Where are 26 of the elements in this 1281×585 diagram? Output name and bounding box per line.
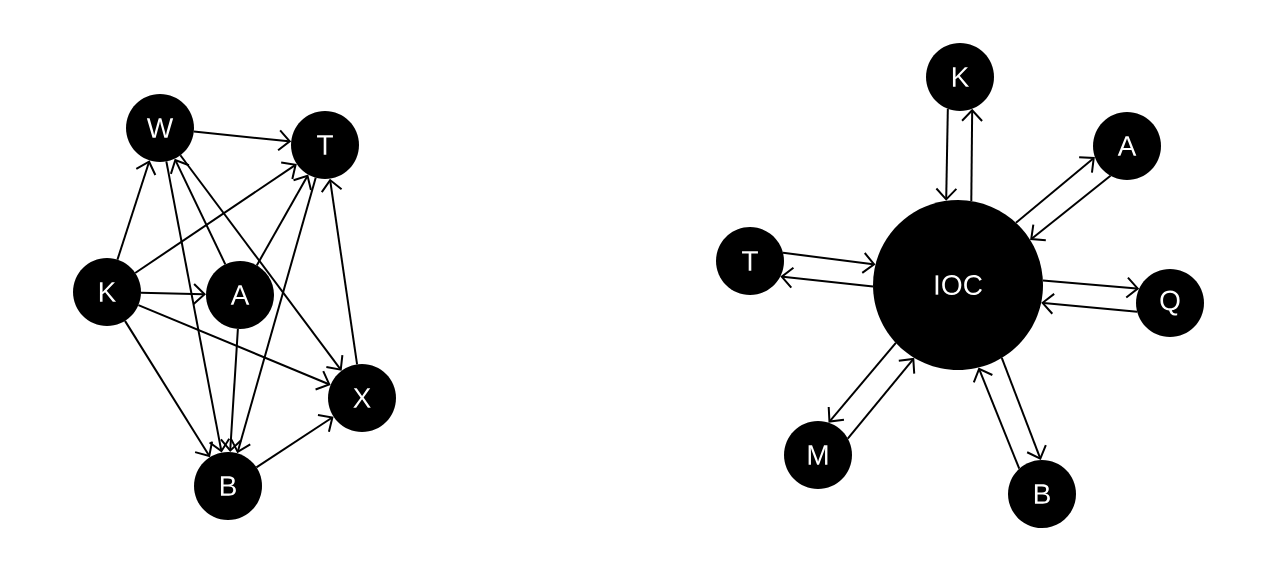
arrow — [827, 342, 897, 423]
arrow — [846, 357, 916, 440]
arrow — [935, 107, 958, 201]
arrow — [782, 251, 876, 274]
arrow — [320, 178, 359, 366]
arrow — [134, 161, 297, 274]
arrow — [255, 174, 312, 267]
arrow — [165, 160, 231, 453]
arrow — [230, 176, 317, 454]
arrow — [1041, 276, 1140, 299]
arrow — [219, 327, 242, 453]
arrow — [192, 129, 292, 152]
arrow — [1000, 356, 1047, 461]
arrow — [140, 282, 206, 305]
arrow — [1015, 156, 1095, 224]
arrow — [169, 158, 227, 266]
arrow — [961, 108, 984, 203]
arrow — [780, 266, 874, 289]
arrow — [255, 413, 334, 469]
arrow — [124, 319, 214, 458]
arrow — [179, 154, 344, 371]
arrow — [1030, 174, 1112, 242]
arrow — [972, 367, 1021, 470]
arrow — [116, 160, 157, 261]
arrow — [1041, 292, 1139, 315]
arrow — [137, 304, 331, 391]
